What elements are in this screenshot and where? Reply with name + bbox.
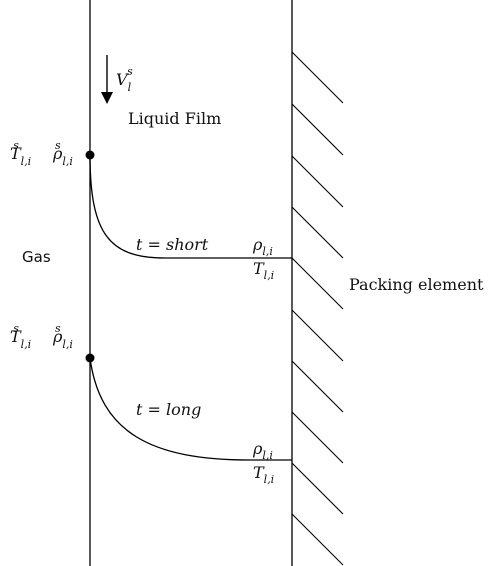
short-time-curve <box>89 154 292 259</box>
flow-arrow <box>101 55 113 104</box>
surface-density-lower: ρl,is <box>52 322 73 351</box>
surface-density-upper: ρl,is <box>52 139 73 168</box>
gas-label: Gas <box>22 248 51 266</box>
long-surface-point <box>85 353 95 363</box>
bulk-density-upper: ρl,i <box>252 235 273 258</box>
liquid-film-label: Liquid Film <box>128 109 221 128</box>
surface-temp-upper: Tl,is <box>10 139 31 168</box>
bulk-density-lower: ρl,i <box>252 439 273 462</box>
velocity-symbol: Vls <box>116 65 133 94</box>
long-time-curve <box>89 357 292 461</box>
bulk-temp-upper: Tl,i <box>253 259 274 282</box>
short-surface-point <box>85 150 95 160</box>
bulk-temp-lower: Tl,i <box>253 463 274 486</box>
surface-temp-lower: Tl,is <box>10 322 31 351</box>
long-curve-label: t = long <box>136 400 201 419</box>
packing-element-label: Packing element <box>349 275 484 294</box>
packing-hatching <box>291 51 344 566</box>
short-curve-label: t = short <box>136 235 209 254</box>
